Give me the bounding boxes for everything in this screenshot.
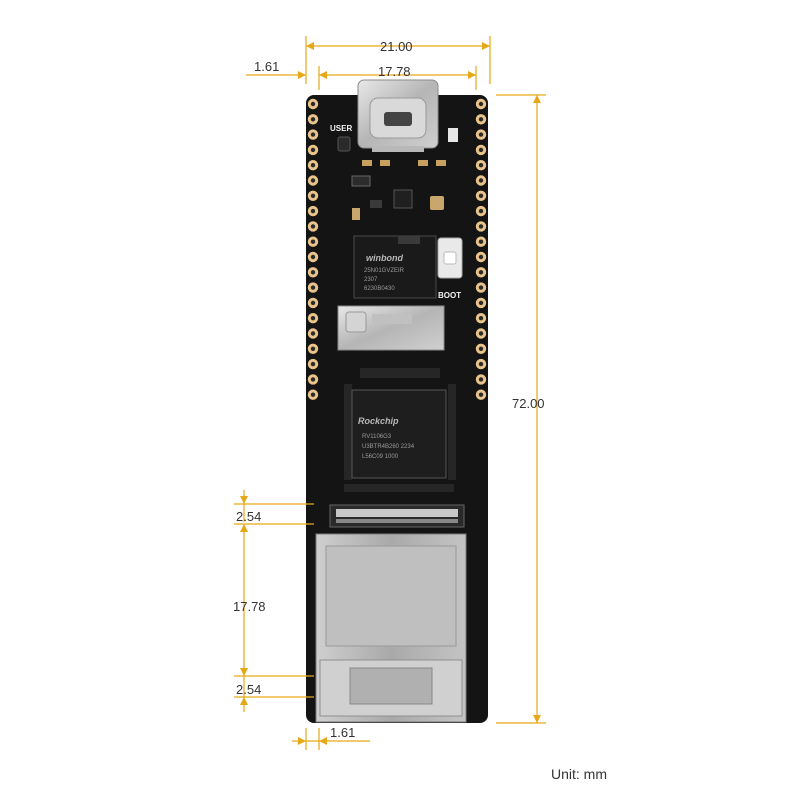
pin-hole <box>310 316 316 321</box>
pin-hole <box>478 208 484 214</box>
left-pin-header <box>307 98 319 400</box>
pin-hole <box>478 377 484 382</box>
pin-hole <box>478 270 484 275</box>
unit-label: Unit: mm <box>551 766 607 782</box>
dim-ethernet-span: 17.78 <box>233 599 266 614</box>
led <box>448 128 458 142</box>
pin-hole <box>310 178 316 183</box>
camera-fpc-connector <box>329 504 465 528</box>
pin-hole <box>310 254 316 260</box>
pin-hole <box>478 331 484 336</box>
pin-hole <box>310 163 316 168</box>
flash-chip-brand: winbond <box>366 253 403 263</box>
pin-hole <box>310 147 316 153</box>
smd-components-upper <box>351 160 446 220</box>
dim-board-height: 72.00 <box>512 396 545 411</box>
pin-hole <box>310 285 316 290</box>
pin-hole <box>310 193 316 198</box>
pin-hole <box>310 224 316 229</box>
dim-top-offset: 1.61 <box>254 59 279 74</box>
pin-hole <box>478 132 484 137</box>
dim-pitch-lower: 2.54 <box>236 682 261 697</box>
soc-chip: Rockchip RV1106G3 U3BTR4B260 2234 L56C09… <box>351 389 447 479</box>
pin-hole <box>478 300 484 306</box>
pin-hole <box>310 270 316 275</box>
soc-line2: U3BTR4B260 2234 <box>362 444 415 450</box>
pin-hole <box>478 239 484 244</box>
pin-hole <box>478 163 484 168</box>
smd-components-soc <box>344 368 456 492</box>
pin-hole <box>310 208 316 214</box>
dim-board-width: 21.00 <box>380 39 413 54</box>
dim-usb-width: 17.78 <box>378 64 411 79</box>
pin-hole <box>310 392 316 397</box>
luckfox-board: USER winbond 25N01GVZEIR 2307 6230B0430 <box>306 79 488 723</box>
usb-c-connector <box>357 79 439 152</box>
pin-hole <box>478 101 484 107</box>
user-button-label: USER <box>330 124 352 133</box>
dimension-arrowheads <box>240 42 541 745</box>
pin-hole <box>478 193 484 198</box>
pin-hole <box>478 392 484 397</box>
soc-brand: Rockchip <box>358 416 399 426</box>
soc-line1: RV1106G3 <box>362 434 392 440</box>
pin-hole <box>478 117 484 122</box>
pin-hole <box>478 178 484 183</box>
flash-chip: winbond 25N01GVZEIR 2307 6230B0430 <box>353 235 437 299</box>
flash-chip-line1: 25N01GVZEIR <box>364 268 405 274</box>
dim-pitch-upper: 2.54 <box>236 509 261 524</box>
flash-chip-line3: 6230B0430 <box>364 286 395 292</box>
pin-hole <box>478 361 484 367</box>
pin-hole <box>478 346 484 351</box>
ethernet-jack <box>315 533 467 723</box>
pin-hole <box>478 316 484 321</box>
flash-chip-line2: 2307 <box>364 277 378 283</box>
pin-hole <box>478 285 484 290</box>
pin-hole <box>310 361 316 367</box>
pin-hole <box>310 117 316 122</box>
pin-hole <box>310 239 316 244</box>
user-button <box>337 136 351 152</box>
pin-hole <box>310 132 316 137</box>
pin-hole <box>310 377 316 382</box>
dim-bottom-offset: 1.61 <box>330 725 355 740</box>
boot-button <box>437 237 463 279</box>
right-pin-header <box>475 98 487 400</box>
pin-hole <box>478 254 484 260</box>
pin-hole <box>310 101 316 107</box>
pin-hole <box>310 331 316 336</box>
soc-line3: L56C09 1000 <box>362 454 399 460</box>
pin-hole <box>310 346 316 351</box>
pin-hole <box>310 300 316 306</box>
boot-button-label: BOOT <box>438 291 461 300</box>
dimension-annotations <box>234 36 546 750</box>
pin-hole <box>478 224 484 229</box>
pin-hole <box>478 147 484 153</box>
microsd-slot <box>337 305 445 351</box>
